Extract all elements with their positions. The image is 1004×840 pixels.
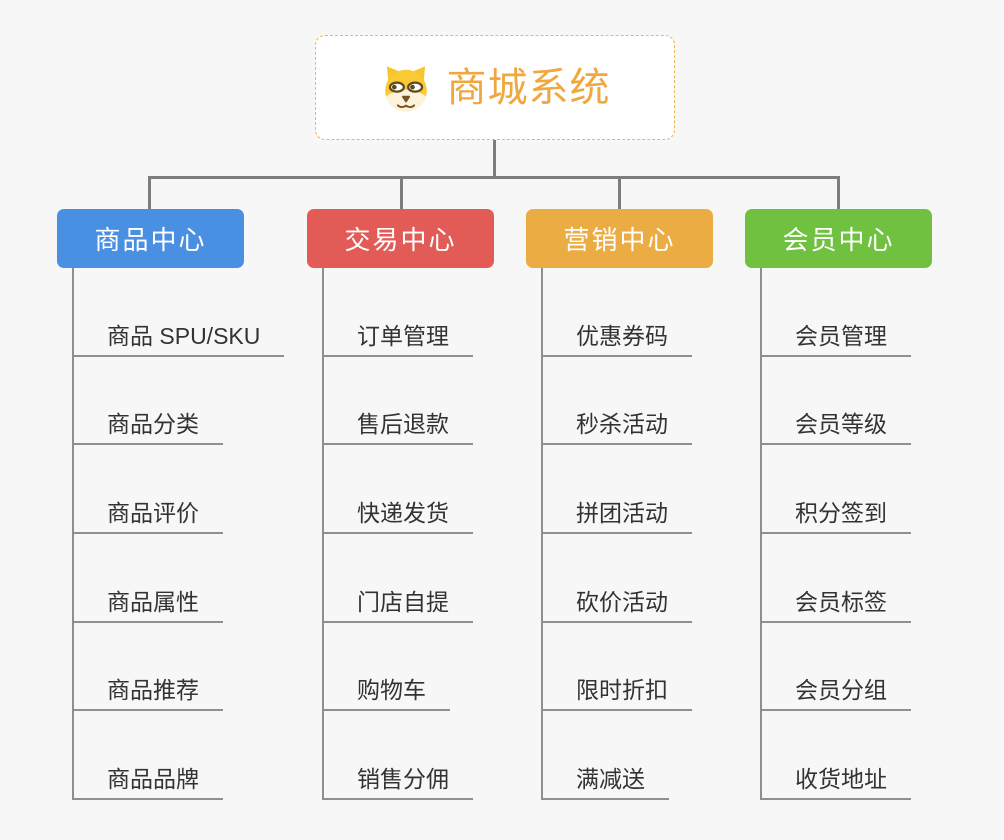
leaf-node: 商品品牌 (74, 711, 223, 800)
leaf-node: 销售分佣 (324, 711, 473, 800)
branch-label: 商品中心 (94, 225, 207, 255)
leaf-label: 商品属性 (107, 588, 199, 615)
leaf-node: 优惠券码 (543, 268, 692, 357)
leaf-label: 秒杀活动 (576, 411, 668, 438)
leaf-label: 销售分佣 (357, 765, 449, 792)
leaf-label: 收货地址 (795, 765, 887, 792)
leaf-node: 拼团活动 (543, 445, 692, 534)
leaf-label: 会员标签 (795, 588, 887, 615)
leaf-node: 收货地址 (762, 711, 911, 800)
leaf-node: 会员管理 (762, 268, 911, 357)
dog-face-icon (384, 65, 427, 111)
leaf-node: 商品分类 (74, 357, 223, 446)
leaf-label: 购物车 (357, 677, 426, 704)
connector-drop-product (148, 176, 151, 210)
leaf-label: 订单管理 (357, 322, 449, 349)
connector-bus (148, 176, 840, 179)
leaf-label: 售后退款 (357, 411, 449, 438)
leaf-node: 订单管理 (324, 268, 473, 357)
leaf-node: 会员标签 (762, 534, 911, 623)
leaf-node: 售后退款 (324, 357, 473, 446)
connector-drop-marketing (618, 176, 621, 210)
leaf-label: 商品推荐 (107, 677, 199, 704)
leaf-node: 商品推荐 (74, 623, 223, 712)
leaf-node: 限时折扣 (543, 623, 692, 712)
leaf-node: 积分签到 (762, 445, 911, 534)
leaf-node: 会员等级 (762, 357, 911, 446)
connector-root-stub (493, 140, 496, 178)
branch-node-marketing-center: 营销中心 (526, 209, 713, 268)
leaf-node: 秒杀活动 (543, 357, 692, 446)
leaf-node: 会员分组 (762, 623, 911, 712)
leaf-label: 商品评价 (107, 499, 199, 526)
branch-label: 营销中心 (563, 225, 676, 255)
leaf-label: 门店自提 (357, 588, 449, 615)
branch-children-marketing: 优惠券码 秒杀活动 拼团活动 砍价活动 限时折扣 满减送 (541, 268, 692, 800)
leaf-label: 会员管理 (795, 322, 887, 349)
leaf-label: 满减送 (576, 765, 645, 792)
leaf-label: 商品品牌 (107, 765, 199, 792)
root-node: 商城系统 (315, 35, 675, 140)
leaf-node: 商品属性 (74, 534, 223, 623)
leaf-node: 砍价活动 (543, 534, 692, 623)
leaf-label: 优惠券码 (576, 322, 668, 349)
leaf-label: 商品 SPU/SKU (107, 322, 261, 349)
branch-node-trade-center: 交易中心 (307, 209, 494, 268)
branch-children-trade: 订单管理 售后退款 快递发货 门店自提 购物车 销售分佣 (322, 268, 473, 800)
leaf-node: 满减送 (543, 711, 669, 800)
connector-drop-trade (400, 176, 403, 210)
connector-drop-member (837, 176, 840, 210)
leaf-label: 砍价活动 (576, 588, 668, 615)
leaf-node: 商品 SPU/SKU (74, 268, 285, 357)
leaf-label: 商品分类 (107, 411, 199, 438)
leaf-label: 限时折扣 (576, 677, 668, 704)
branch-node-member-center: 会员中心 (745, 209, 932, 268)
branch-children-product: 商品 SPU/SKU 商品分类 商品评价 商品属性 商品推荐 商品品牌 (72, 268, 285, 800)
leaf-label: 会员分组 (795, 677, 887, 704)
leaf-node: 商品评价 (74, 445, 223, 534)
leaf-node: 快递发货 (324, 445, 473, 534)
root-title: 商城系统 (446, 65, 611, 110)
branch-label: 会员中心 (782, 225, 895, 255)
leaf-label: 会员等级 (795, 411, 887, 438)
leaf-node: 门店自提 (324, 534, 473, 623)
branch-node-product-center: 商品中心 (57, 209, 244, 268)
leaf-label: 快递发货 (357, 499, 449, 526)
leaf-label: 拼团活动 (576, 499, 668, 526)
branch-label: 交易中心 (344, 225, 457, 255)
leaf-node: 购物车 (324, 623, 450, 712)
leaf-label: 积分签到 (795, 499, 887, 526)
branch-children-member: 会员管理 会员等级 积分签到 会员标签 会员分组 收货地址 (760, 268, 911, 800)
